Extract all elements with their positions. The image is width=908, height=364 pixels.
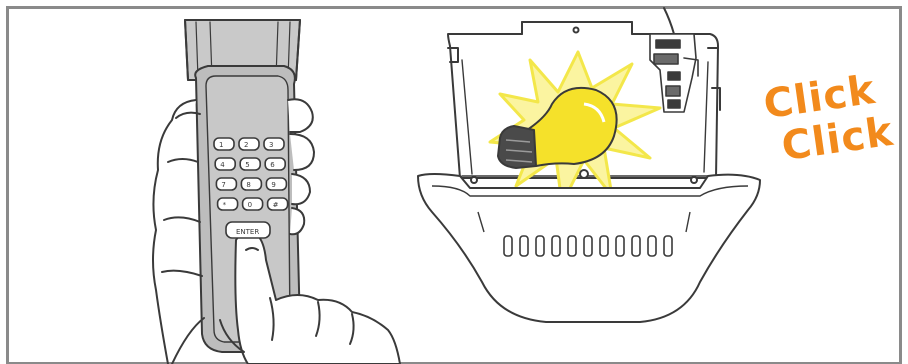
keypad-key: 5 (240, 158, 260, 170)
keypad-key-label: 4 (220, 161, 225, 169)
keypad-key: 9 (266, 178, 286, 190)
keypad-key-label: # (273, 201, 279, 209)
keypad-key-label: 8 (246, 181, 250, 189)
vent-slot (520, 236, 528, 256)
vent-slot (568, 236, 576, 256)
vent-slot (600, 236, 608, 256)
keypad-key-label: * (223, 201, 227, 209)
keypad-key: 2 (239, 138, 259, 150)
keypad-key-label: 9 (271, 181, 275, 189)
vent-slot (584, 236, 592, 256)
vent-slot (664, 236, 672, 256)
vent-slot (648, 236, 656, 256)
vent-slot (536, 236, 544, 256)
vent-slot (632, 236, 640, 256)
keypad-key-label: 5 (245, 161, 249, 169)
keypad-key: 1 (214, 138, 234, 150)
keypad-key: 6 (265, 158, 285, 170)
keypad-key-label: 0 (248, 201, 252, 209)
keypad-key: 8 (241, 178, 261, 190)
keypad-key-label: 1 (219, 141, 223, 149)
keypad-key: # (268, 198, 288, 210)
keypad-key: 3 (264, 138, 284, 150)
vent-slot (504, 236, 512, 256)
enter-key: ENTER (226, 222, 270, 238)
keypad-key-label: 7 (221, 181, 225, 189)
keypad-key-label: 6 (270, 161, 275, 169)
enter-key-label: ENTER (236, 228, 259, 236)
keypad-key: * (218, 198, 238, 210)
vent-slot (552, 236, 560, 256)
keypad-key-label: 3 (269, 141, 273, 149)
keypad-key: 4 (215, 158, 235, 170)
keypad-key: 0 (243, 198, 263, 210)
vent-slot (616, 236, 624, 256)
keypad-key: 7 (216, 178, 236, 190)
keypad-key-label: 2 (244, 141, 248, 149)
